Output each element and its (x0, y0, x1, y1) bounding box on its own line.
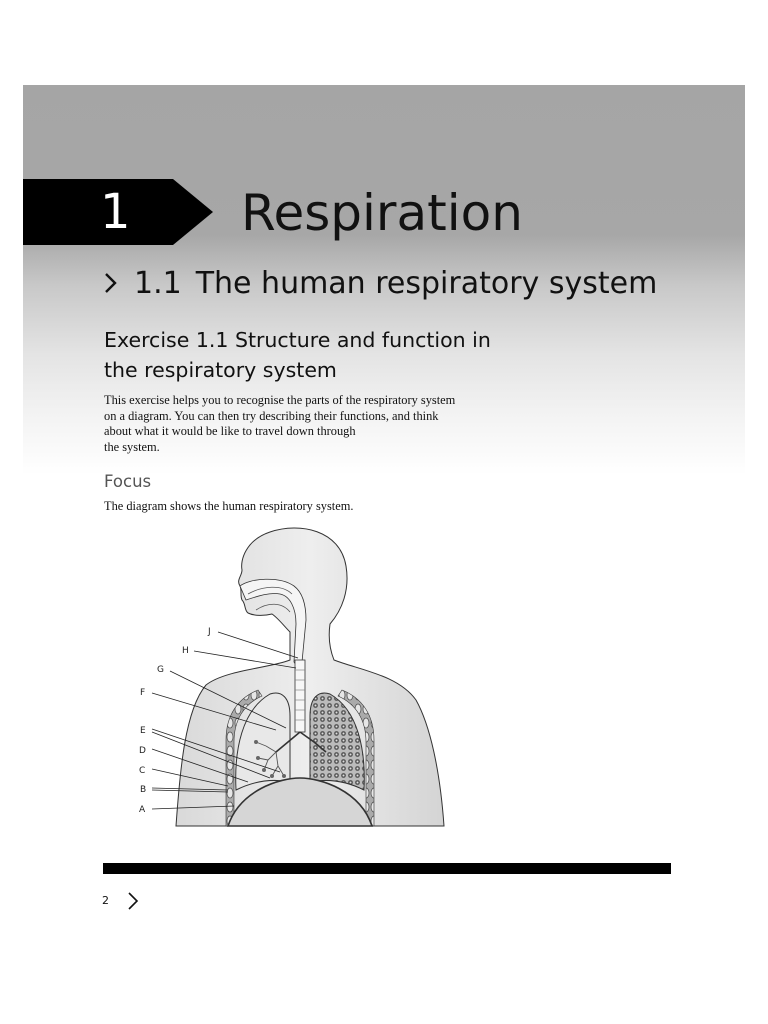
exercise-intro: This exercise helps you to recognise the… (104, 393, 524, 455)
chapter-number: 1 (100, 184, 131, 240)
trachea (294, 659, 306, 733)
label-c: C (139, 766, 145, 776)
label-j: J (207, 627, 211, 637)
focus-text: The diagram shows the human respiratory … (104, 499, 354, 513)
footer-rule (103, 863, 671, 874)
diaphragm (226, 777, 374, 827)
section-title: The human respiratory system (195, 266, 658, 301)
intro-line: on a diagram. You can then try describin… (104, 408, 439, 423)
label-d: D (139, 746, 146, 756)
label-e: E (140, 726, 146, 736)
focus-heading: Focus (104, 472, 152, 491)
label-g: G (157, 665, 164, 675)
intro-line: about what it would be like to travel do… (104, 424, 356, 438)
chevron-right-icon (128, 892, 139, 910)
left-lung (235, 692, 291, 791)
intro-line: This exercise helps you to recognise the… (104, 393, 456, 407)
intro-line: the system. (104, 439, 160, 454)
rib-cage-left (225, 689, 263, 827)
label-h: H (182, 646, 189, 656)
exercise-title-line: the respiratory system (104, 358, 337, 382)
chevron-right-icon (104, 263, 128, 307)
label-b: B (140, 785, 146, 795)
rib-cage-right (337, 689, 375, 827)
chapter-title: Respiration (241, 184, 523, 242)
label-a: A (139, 805, 146, 815)
exercise-title: Exercise 1.1 Structure and function in t… (104, 325, 534, 385)
chapter-banner (23, 85, 745, 475)
section-number: 1.1 (134, 266, 182, 301)
chapter-number-tab (23, 179, 213, 245)
label-f: F (140, 688, 145, 698)
page-number: 2 (102, 894, 109, 907)
respiratory-system-diagram: J H G F E D C B A (139, 527, 445, 827)
right-lung (309, 692, 365, 791)
section-heading: 1.1 The human respiratory system (104, 262, 657, 306)
exercise-title-line: Exercise 1.1 Structure and function in (104, 328, 491, 352)
